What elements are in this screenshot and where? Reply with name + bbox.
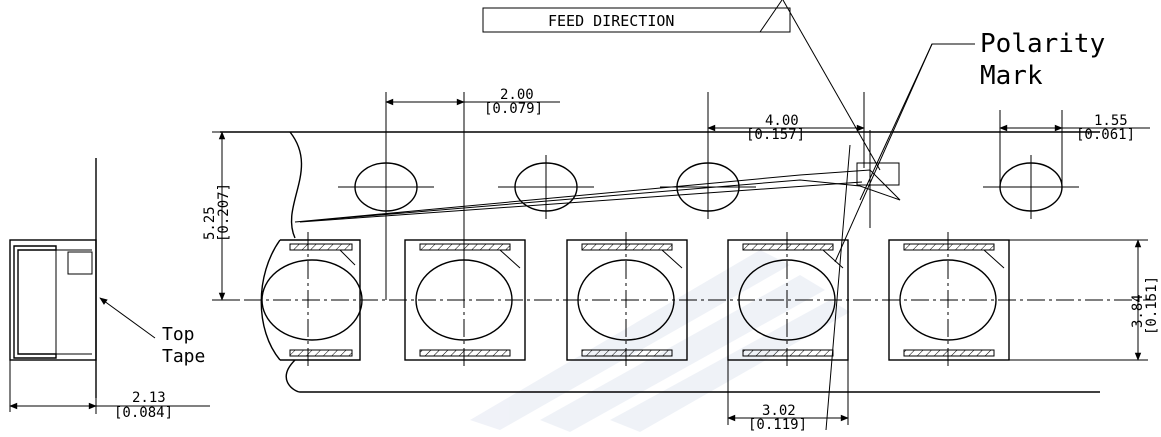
dim-4.00-mm: 4.00: [765, 113, 799, 129]
dim-5.25-mm: 5.25: [202, 206, 218, 240]
side-view: [9, 158, 97, 414]
dimension-hole-pitch-half: 2.00 [0.079]: [385, 87, 560, 300]
dim-2.00-inch: [0.079]: [484, 101, 543, 117]
feed-direction-text: FEED DIRECTION: [548, 12, 674, 30]
carrier-tape: [220, 131, 1100, 393]
dimension-hole-to-pocket: 5.25 [0.207]: [202, 131, 290, 301]
dim-1.55-inch: [0.061]: [1076, 127, 1135, 143]
sprocket-holes: [338, 130, 1079, 228]
dimension-hole-diameter: 1.55 [0.061]: [999, 110, 1150, 187]
dimension-pocket-width: 3.02 [0.119]: [727, 144, 851, 433]
top-tape-label: Top Tape: [99, 297, 205, 367]
polarity-mark-label: Polarity Mark: [782, 0, 1105, 263]
dimension-pocket-length: 3.84 [0.151]: [1009, 239, 1160, 361]
dim-5.25-inch: [0.207]: [216, 183, 232, 242]
dim-3.84-mm: 3.84: [1130, 294, 1146, 328]
dimension-tape-thickness: 2.13 [0.084]: [9, 360, 210, 421]
pockets: [215, 232, 1155, 368]
dim-1.55-mm: 1.55: [1094, 113, 1128, 129]
dim-2.13-inch: [0.084]: [114, 405, 173, 421]
feed-direction-label: FEED DIRECTION: [482, 0, 791, 33]
dim-2.00-mm: 2.00: [500, 87, 534, 103]
dim-2.13-mm: 2.13: [132, 390, 166, 406]
dim-3.02-mm: 3.02: [762, 403, 796, 419]
dim-3.84-inch: [0.151]: [1144, 276, 1160, 335]
polarity-text-line2: Mark: [980, 61, 1043, 91]
polarity-text-line1: Polarity: [980, 29, 1105, 59]
top-tape-text-line2: Tape: [162, 346, 205, 367]
dim-3.02-inch: [0.119]: [748, 417, 807, 433]
dim-4.00-inch: [0.157]: [746, 127, 805, 143]
dimension-pocket-pitch: 4.00 [0.157]: [707, 92, 865, 168]
top-tape-text-line1: Top: [162, 324, 195, 345]
